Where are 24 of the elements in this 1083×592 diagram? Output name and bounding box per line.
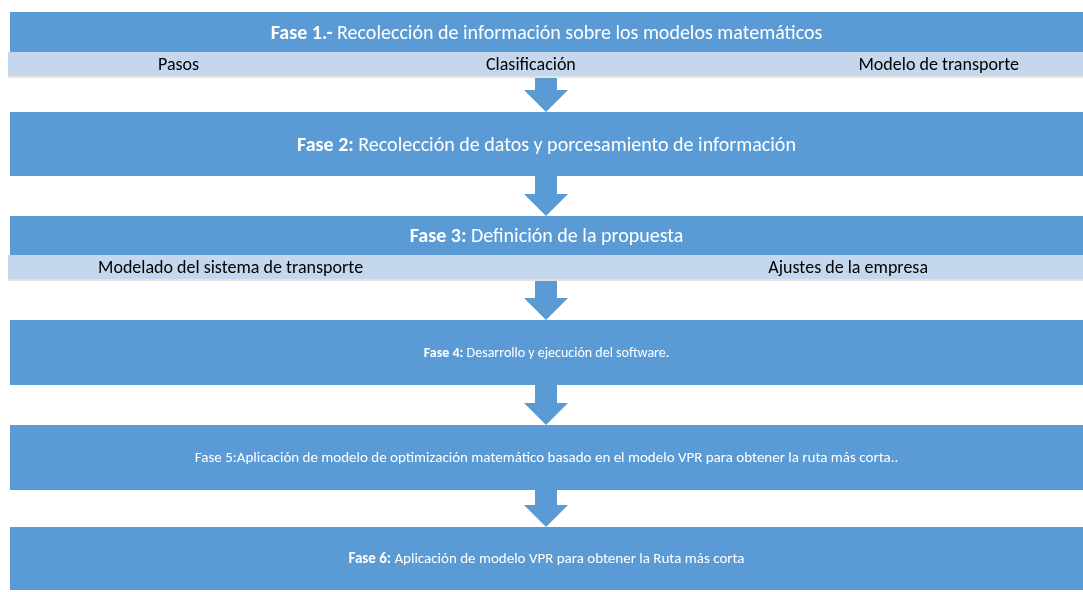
phase-box — [10, 320, 1083, 385]
phase-title: Fase 6: Aplicación de modelo VPR para obtener la Ruta más corta — [348, 549, 745, 568]
phase-title: Fase 1.- Recolección de información sobre los modelos matemáticos — [270, 19, 823, 45]
down-arrow — [524, 78, 568, 112]
phase-box — [10, 112, 1083, 176]
step-label: Clasificación — [486, 51, 576, 77]
phase-box — [10, 527, 1083, 590]
phase-box — [10, 425, 1083, 490]
step-label: Modelado del sistema de transporte — [98, 254, 364, 280]
phase-title: Fase 5:Aplicación de modelo de optimización matemático basado en el modelo VPR para obtener la ruta más corta.. — [194, 448, 899, 467]
down-arrow — [524, 385, 568, 425]
sub-band — [8, 255, 1083, 281]
sub-band — [8, 52, 1083, 78]
down-arrow — [524, 281, 568, 320]
step-label: Pasos — [158, 51, 200, 77]
down-arrow — [524, 176, 568, 216]
step-label: Ajustes de la empresa — [768, 254, 928, 280]
phase-title: Fase 3: Definición de la propuesta — [409, 223, 684, 248]
step-label: Modelo de transporte — [858, 51, 1019, 77]
phase-box — [10, 12, 1083, 78]
phase-box — [10, 216, 1083, 281]
down-arrow — [524, 490, 568, 527]
phase-title: Fase 4: Desarrollo y ejecución del software. — [423, 343, 670, 362]
phase-title: Fase 2: Recolección de datos y porcesamiento de información — [297, 131, 796, 157]
